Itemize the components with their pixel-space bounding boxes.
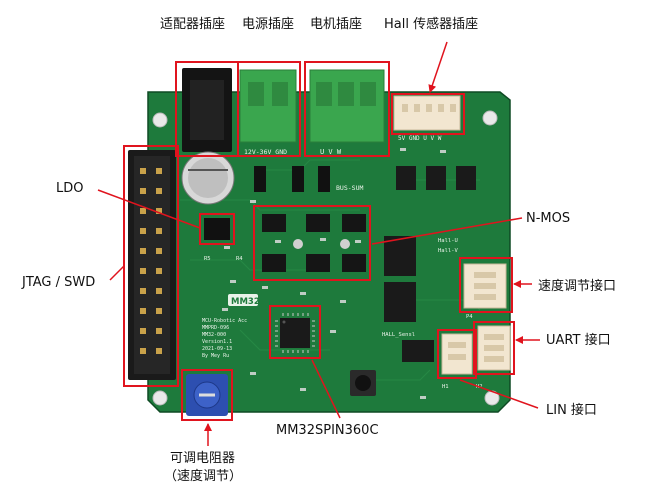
via-hole <box>293 239 303 249</box>
hall-mode-silk-a: Hall-U <box>438 238 458 244</box>
label-ldo: LDO <box>56 181 84 196</box>
board-info-line: By Mey Ru <box>202 353 229 359</box>
label-pot-line1: 可调电阻器 <box>170 451 235 466</box>
mosfet-array <box>262 214 366 272</box>
hall-connector <box>393 95 461 131</box>
label-motor-socket: 电机插座 <box>310 17 362 32</box>
ldo-chip <box>204 218 230 240</box>
brand-silk: MM32 <box>231 297 260 307</box>
arrow-hall <box>428 41 448 93</box>
mounting-hole <box>152 112 168 128</box>
potentiometer-component <box>186 374 228 416</box>
label-power-socket: 电源插座 <box>242 17 294 32</box>
uart-connector <box>477 325 511 371</box>
mounting-hole <box>152 390 168 406</box>
board-info-line: 2021-09-13 <box>202 346 232 352</box>
push-button-component <box>350 370 376 396</box>
mcu-chip <box>275 313 315 353</box>
label-speed-port: 速度调节接口 <box>538 278 616 294</box>
board-info-line: MCU-Robotic Acc <box>202 318 247 324</box>
silk-p4: P4 <box>466 314 473 320</box>
electrolytic-capacitor <box>181 151 235 205</box>
label-adapter-socket: 适配器插座 <box>160 17 225 32</box>
leader-nmos <box>371 217 523 245</box>
silk-h1: H1 <box>442 384 449 390</box>
board-info-line: Version1.1 <box>202 339 232 345</box>
label-hall-socket: Hall 传感器插座 <box>384 16 478 32</box>
leader-mcu <box>311 359 341 419</box>
lin-connector <box>441 333 473 375</box>
highlight-speed <box>459 257 513 313</box>
power-terminal-block <box>239 69 297 143</box>
shunt-resistors <box>254 166 330 192</box>
bus-sum-silk: BUS-SUM <box>336 184 363 192</box>
hall-sensor-silk: HALL_Sensl <box>382 332 415 338</box>
power-pins-silk: 12V-36V GND <box>244 148 287 156</box>
leader-ldo <box>97 189 201 229</box>
label-lin-port: LIN 接口 <box>546 402 597 418</box>
adapter-socket-component <box>182 68 232 152</box>
jumper-blocks <box>384 166 476 362</box>
highlight-nmos <box>253 205 371 281</box>
label-uart-port: UART 接口 <box>546 332 611 348</box>
highlight-ldo <box>199 213 235 245</box>
label-nmos: N-MOS <box>526 211 570 226</box>
board-info-line: MM32-000 <box>202 332 226 338</box>
label-jtag-swd: JTAG / SWD <box>21 275 95 290</box>
highlight-pot <box>181 369 233 421</box>
leader-jtag <box>109 265 125 281</box>
highlight-uart <box>473 321 515 375</box>
label-mcu: MM32SPIN360C <box>276 423 379 438</box>
via-hole <box>340 239 350 249</box>
smd-parts <box>222 148 446 399</box>
hall-mode-silk-b: Hall-V <box>438 248 459 254</box>
mm32-logo: MM32 <box>228 294 260 307</box>
highlight-power <box>237 61 301 157</box>
motor-terminal-block <box>309 69 385 143</box>
label-pot-line2: （速度调节） <box>164 468 242 484</box>
highlight-mcu <box>269 305 321 359</box>
motor-pins-silk: U V W <box>320 148 342 156</box>
highlight-motor <box>304 61 390 157</box>
jtag-header-component <box>128 150 176 380</box>
board-info-line: MMPRD-096 <box>202 325 229 331</box>
mounting-hole <box>482 110 498 126</box>
leader-lin <box>459 379 539 409</box>
hall-pins-silk: 5V GND U V W <box>398 135 442 142</box>
silk-r4: R4 <box>236 256 243 262</box>
speed-port-connector <box>463 263 507 309</box>
highlight-lin <box>437 329 477 379</box>
highlight-hall <box>391 93 465 135</box>
silk-r5: R5 <box>204 256 211 262</box>
